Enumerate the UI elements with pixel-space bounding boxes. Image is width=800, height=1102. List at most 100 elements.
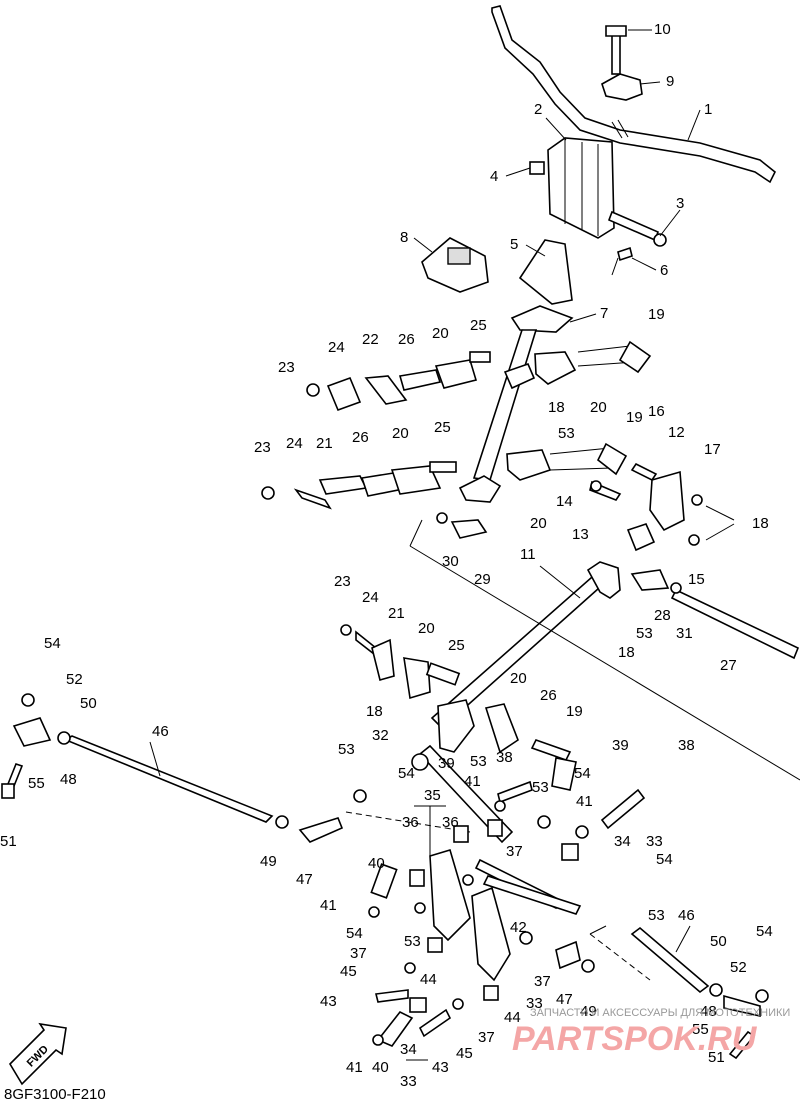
callout-53f: 53 — [404, 933, 421, 950]
callout-41c: 41 — [320, 897, 337, 914]
watermark-tagline: ЗАПЧАСТИ И АКСЕССУАРЫ ДЛЯ МОТОТЕХНИКИ — [530, 1007, 790, 1019]
callout-46b: 46 — [678, 907, 695, 924]
callout-47a: 47 — [296, 871, 313, 888]
callout-45a: 45 — [340, 963, 357, 980]
callout-43b: 43 — [432, 1059, 449, 1076]
callout-1: 1 — [704, 101, 712, 118]
callout-24b: 24 — [286, 435, 303, 452]
callout-21a: 21 — [316, 435, 333, 452]
callout-50a: 50 — [80, 695, 97, 712]
callout-19a: 19 — [648, 306, 665, 323]
callout-27: 27 — [720, 657, 737, 674]
callout-20d: 20 — [530, 515, 547, 532]
callout-37a: 37 — [506, 843, 523, 860]
callout-18b: 18 — [752, 515, 769, 532]
callout-51a: 51 — [0, 833, 17, 850]
callout-54a: 54 — [44, 635, 61, 652]
callout-18c: 18 — [618, 644, 635, 661]
diagram-code: 8GF3100-F210 — [4, 1086, 106, 1102]
reference-lines — [345, 519, 800, 981]
callout-42: 42 — [510, 919, 527, 936]
callout-5: 5 — [510, 236, 518, 253]
callout-44b: 44 — [504, 1009, 521, 1026]
bolt-3 — [607, 210, 667, 247]
callout-39b: 39 — [438, 755, 455, 772]
callout-53c: 53 — [338, 741, 355, 758]
callout-30: 30 — [442, 553, 459, 570]
callout-17: 17 — [704, 441, 721, 458]
lower-linkage-left — [340, 624, 519, 754]
callout-54d: 54 — [656, 851, 673, 868]
callout-54f: 54 — [756, 923, 773, 940]
pitman-arm — [411, 744, 514, 844]
column-cover — [421, 237, 489, 293]
callout-45b: 45 — [456, 1045, 473, 1062]
callout-38b: 38 — [496, 749, 513, 766]
callout-9: 9 — [666, 73, 674, 90]
callout-36b: 36 — [442, 814, 459, 831]
callout-33c: 33 — [400, 1073, 417, 1090]
callout-19b: 19 — [626, 409, 643, 426]
fwd-arrow-icon: FWD — [8, 1022, 67, 1086]
callout-43a: 43 — [320, 993, 337, 1010]
callout-25c: 25 — [448, 637, 465, 654]
callout-26b: 26 — [352, 429, 369, 446]
callout-54b: 54 — [398, 765, 415, 782]
callout-52a: 52 — [66, 671, 83, 688]
callout-41b: 41 — [576, 793, 593, 810]
callout-40b: 40 — [372, 1059, 389, 1076]
callout-20b: 20 — [590, 399, 607, 416]
callout-25b: 25 — [434, 419, 451, 436]
callout-25a: 25 — [470, 317, 487, 334]
callout-55b: 55 — [692, 1021, 709, 1038]
callout-29: 29 — [474, 571, 491, 588]
callout-48a: 48 — [60, 771, 77, 788]
callout-48b: 48 — [700, 1003, 717, 1020]
callout-24c: 24 — [362, 589, 379, 606]
callout-55a: 55 — [28, 775, 45, 792]
callout-49b: 49 — [580, 1003, 597, 1020]
callout-32: 32 — [372, 727, 389, 744]
lower-left-spacers — [368, 863, 499, 1047]
callout-3: 3 — [676, 195, 684, 212]
callout-39a: 39 — [612, 737, 629, 754]
upper-tie-rod-row-2 — [261, 442, 628, 510]
callout-37b: 37 — [350, 945, 367, 962]
upper-tie-rod-row-1 — [306, 340, 652, 412]
tie-rod-46-left — [1, 693, 344, 843]
callout-18d: 18 — [366, 703, 383, 720]
callout-11: 11 — [520, 546, 536, 563]
handlebar-holder — [529, 137, 615, 239]
callout-51b: 51 — [708, 1049, 725, 1066]
callout-20e: 20 — [418, 620, 435, 637]
callout-53a: 53 — [558, 425, 575, 442]
callout-54c: 54 — [574, 765, 591, 782]
callout-7: 7 — [600, 305, 608, 322]
watermark-logo: PARTSPOK.RU — [512, 1020, 758, 1058]
callout-50b: 50 — [710, 933, 727, 950]
callout-31: 31 — [676, 625, 693, 642]
callout-21b: 21 — [388, 605, 405, 622]
callout-22: 22 — [362, 331, 379, 348]
callout-20f: 20 — [510, 670, 527, 687]
handlebar — [491, 5, 777, 184]
callout-44a: 44 — [420, 971, 437, 988]
callout-2: 2 — [534, 101, 542, 118]
callout-53e: 53 — [532, 779, 549, 796]
callout-23a: 23 — [278, 359, 295, 376]
callout-37c: 37 — [534, 973, 551, 990]
callout-35: 35 — [424, 787, 441, 804]
callout-13: 13 — [572, 526, 589, 543]
callout-34b: 34 — [400, 1041, 417, 1058]
column-holder — [518, 239, 633, 305]
callout-54e: 54 — [346, 925, 363, 942]
callout-20a: 20 — [432, 325, 449, 342]
callout-23c: 23 — [334, 573, 351, 590]
steering-column — [458, 305, 574, 503]
bracket-12 — [589, 462, 703, 552]
callout-15: 15 — [688, 571, 705, 588]
callout-23b: 23 — [254, 439, 271, 456]
callout-14: 14 — [556, 493, 573, 510]
bolts-right-center — [353, 739, 646, 839]
